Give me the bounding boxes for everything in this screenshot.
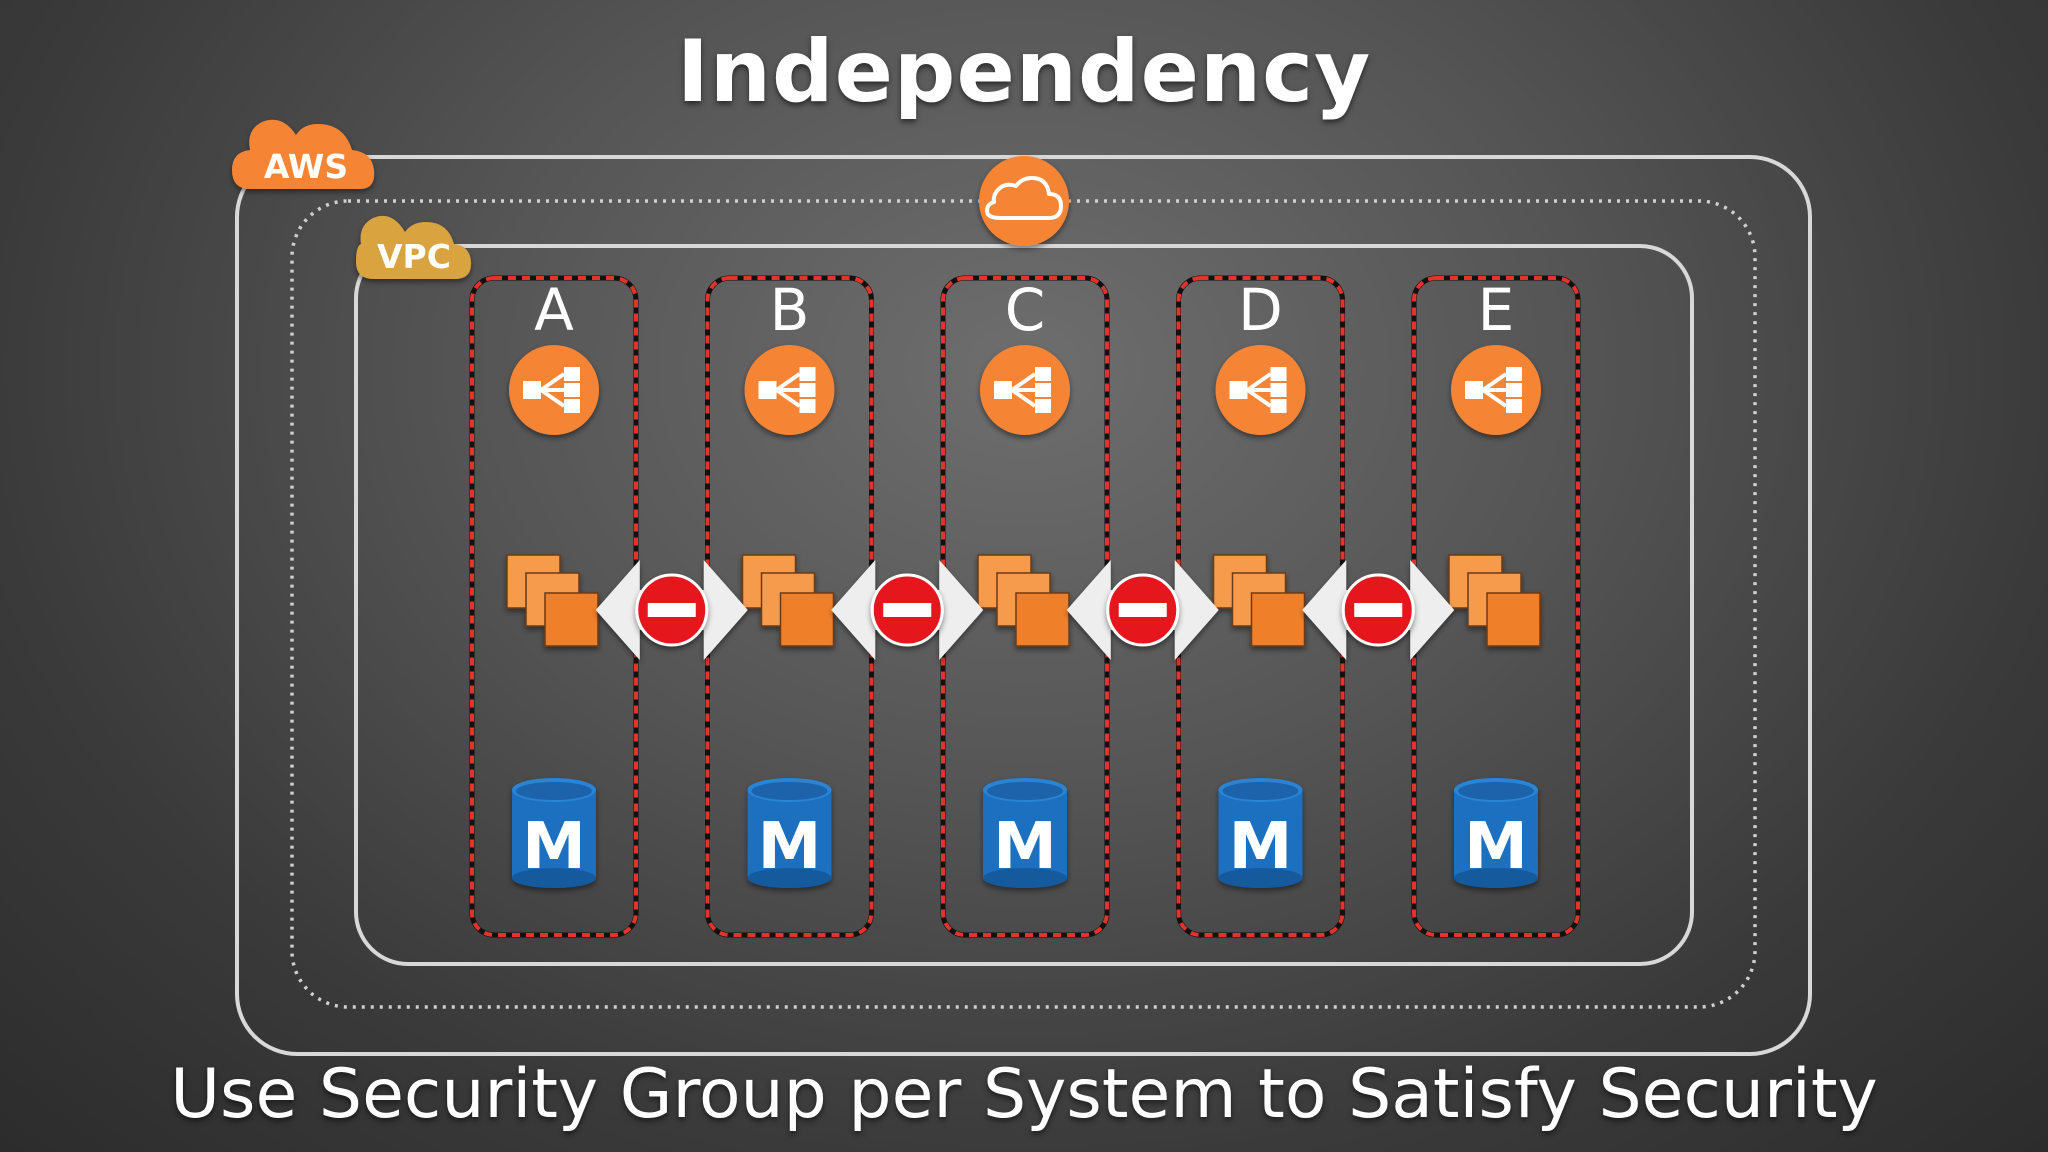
ec2-instances-icon [1448, 554, 1541, 647]
no-entry-icon [1341, 573, 1415, 647]
database-letter: M [1464, 810, 1528, 884]
ec2-instances-icon [977, 554, 1070, 647]
database-icon: M [1218, 778, 1303, 888]
database-icon: M [983, 778, 1067, 888]
no-entry-icon [870, 573, 944, 647]
ec2-instances-icon [1212, 554, 1306, 647]
load-balancer-icon [509, 345, 599, 435]
database-letter: M [522, 810, 586, 884]
page-title: Independency [676, 22, 1372, 122]
system-label: E [1478, 276, 1515, 344]
blocked-link [1302, 560, 1455, 660]
system-a: AM [469, 275, 639, 938]
load-balancer-icon [1451, 345, 1541, 435]
cloud-icon [979, 156, 1069, 246]
no-entry-icon [1106, 573, 1180, 647]
load-balancer-icon [980, 345, 1070, 435]
aws-badge-label: AWS [264, 147, 348, 186]
database-icon: M [747, 778, 832, 888]
load-balancer-icon [1215, 345, 1306, 435]
database-letter: M [1229, 810, 1293, 884]
ec2-instances-icon [741, 554, 835, 647]
blocked-link [595, 560, 748, 660]
no-entry-icon [635, 573, 709, 647]
load-balancer-icon [744, 345, 835, 435]
blocked-link [831, 560, 984, 660]
aws-cloud-badge [232, 119, 375, 189]
system-label: C [1005, 276, 1046, 344]
database-icon: M [512, 778, 596, 888]
security-group-border [470, 276, 638, 937]
system-c: CM [940, 275, 1110, 938]
database-icon: M [1454, 778, 1538, 888]
vpc-cloud-badge [356, 215, 472, 279]
system-label: D [1238, 276, 1283, 344]
vpc-badge-label: VPC [377, 237, 451, 276]
blocked-link [1066, 560, 1219, 660]
system-label: A [534, 276, 574, 344]
system-b: BM [705, 275, 874, 938]
database-letter: M [758, 810, 822, 884]
system-label: B [770, 276, 810, 344]
caption: Use Security Group per System to Satisfy… [170, 1055, 1878, 1134]
ec2-instances-icon [506, 554, 599, 647]
database-letter: M [993, 810, 1057, 884]
